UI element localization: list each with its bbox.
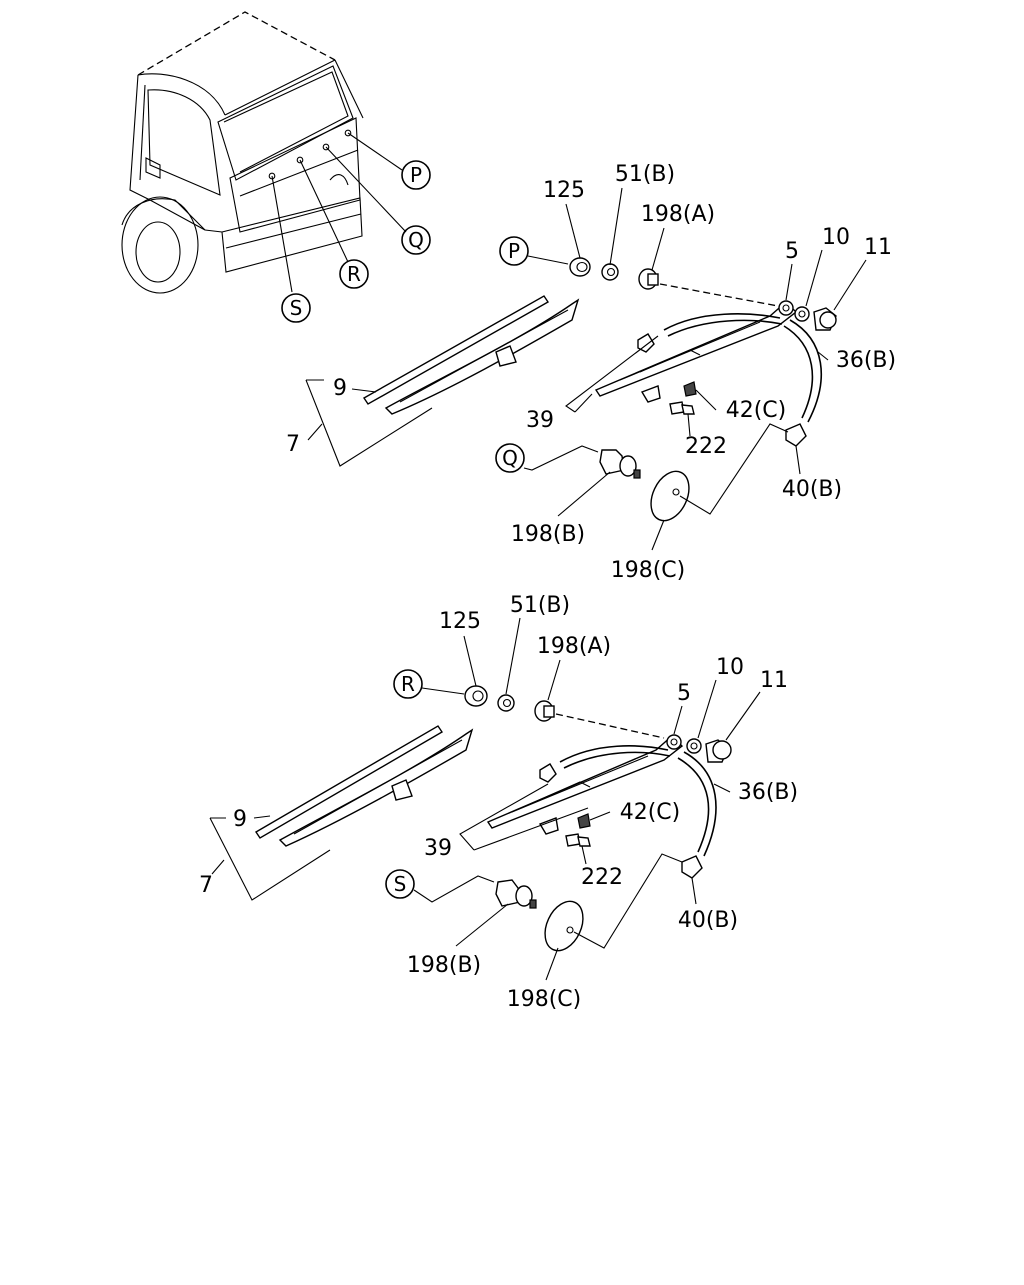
part-39-wiper-arm-lower (486, 734, 684, 835)
callout-p-label: P (410, 163, 422, 187)
label-51b-upper: 51(B) (615, 162, 675, 187)
marker-q-dot (322, 143, 330, 151)
label-198a-lower: 198(A) (537, 634, 611, 659)
part-51b-washer-lower (497, 694, 515, 712)
label-9-lower: 9 (233, 807, 247, 832)
part-222-screw (669, 401, 695, 415)
part-36b-hose (663, 313, 823, 423)
label-222-lower: 222 (581, 865, 623, 890)
callout-q-circle-upper (495, 443, 525, 473)
marker-p-dot (344, 129, 352, 137)
callout-s-circle (281, 293, 311, 323)
label-198c-lower: 198(C) (507, 987, 582, 1012)
label-125-lower: 125 (439, 609, 481, 634)
part-40b-joint (785, 423, 807, 447)
label-198c-upper: 198(C) (611, 558, 686, 583)
label-10-upper: 10 (822, 225, 850, 250)
label-222-upper: 222 (685, 434, 727, 459)
callout-p-circle (401, 160, 431, 190)
label-7-lower: 7 (199, 873, 213, 898)
part-7-wiper-blade-lower (255, 725, 474, 847)
part-7-wiper-blade (363, 295, 580, 415)
part-222-screw-lower (565, 833, 591, 847)
part-11-cap-lower (705, 739, 732, 763)
label-198b-upper: 198(B) (511, 522, 585, 547)
part-42c-clip-lower (577, 813, 591, 829)
callout-q-label-upper: Q (502, 446, 518, 470)
upper-labels: 125 51(B) 198(A) 5 10 11 36(B) 42(C) 39 … (286, 162, 896, 583)
label-40b-upper: 40(B) (782, 477, 842, 502)
label-11-lower: 11 (760, 668, 788, 693)
marker-r-dot (296, 156, 304, 164)
callout-r-circle (339, 259, 369, 289)
part-51b-washer (601, 263, 619, 281)
label-42c-upper: 42(C) (726, 398, 787, 423)
label-39-lower: 39 (424, 836, 452, 861)
callout-s-circle-lower (385, 869, 415, 899)
callout-r-label: R (347, 262, 361, 286)
part-198a-bushing-lower (534, 700, 555, 722)
part-198b-grommet (599, 449, 641, 479)
callout-p-circle-upper (499, 236, 529, 266)
part-10-washer-lower (686, 738, 702, 754)
part-11-cap (813, 307, 837, 331)
part-42c-clip (683, 381, 697, 397)
part-36b-hose-lower (559, 745, 717, 857)
label-40b-lower: 40(B) (678, 908, 738, 933)
part-198b-grommet-lower (495, 879, 537, 909)
callout-p-label-upper: P (508, 239, 520, 263)
label-42c-lower: 42(C) (620, 800, 681, 825)
label-9-upper: 9 (333, 376, 347, 401)
label-7-upper: 7 (286, 432, 300, 457)
label-5-lower: 5 (677, 681, 691, 706)
callout-s-label: S (290, 296, 303, 320)
part-125-nut-lower (464, 685, 488, 707)
label-5-upper: 5 (785, 239, 799, 264)
label-11-upper: 11 (864, 235, 892, 260)
callout-q-label: Q (408, 228, 424, 252)
part-125-nut (569, 257, 591, 277)
callout-s-label-lower: S (394, 872, 407, 896)
label-198b-lower: 198(B) (407, 953, 481, 978)
part-198a-bushing (638, 268, 659, 290)
part-40b-joint-lower (681, 855, 703, 879)
upper-wiper-assembly: P (363, 236, 837, 522)
label-125-upper: 125 (543, 178, 585, 203)
part-198c-cap (650, 470, 690, 522)
label-198a-upper: 198(A) (641, 202, 715, 227)
vehicle-rear-view (121, 11, 407, 294)
lower-wiper-assembly: R (255, 669, 732, 952)
label-39-upper: 39 (526, 408, 554, 433)
callout-r-circle-lower (393, 669, 423, 699)
lower-labels: 125 51(B) 198(A) 5 10 11 36(B) 42(C) 39 … (199, 593, 798, 1012)
part-198c-cap-lower (544, 900, 584, 952)
callout-q-circle (401, 225, 431, 255)
label-36b-upper: 36(B) (836, 348, 896, 373)
label-51b-lower: 51(B) (510, 593, 570, 618)
part-10-washer (794, 306, 810, 322)
label-36b-lower: 36(B) (738, 780, 798, 805)
callout-r-label-lower: R (401, 672, 415, 696)
vehicle-callouts: P Q R S (281, 160, 431, 323)
label-10-lower: 10 (716, 655, 744, 680)
